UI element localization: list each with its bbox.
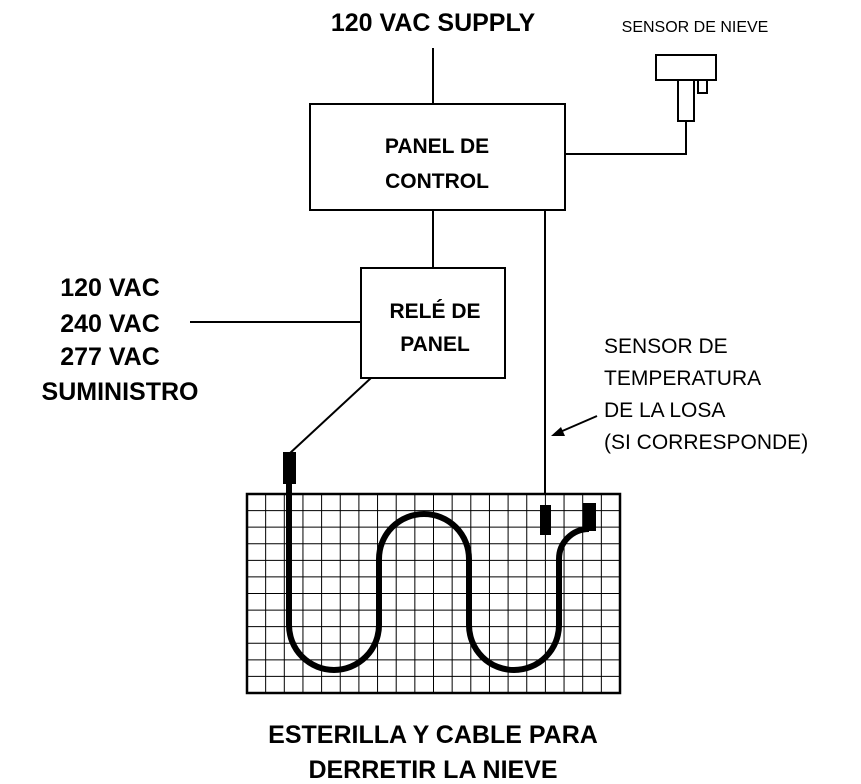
supply-label: 120 VAC SUPPLY (331, 9, 536, 37)
panel-relay-line2: PANEL (400, 333, 470, 356)
control-panel-box (309, 103, 566, 211)
snow-sensor-label: SENSOR DE NIEVE (622, 19, 769, 36)
panel-relay-line1: RELÉ DE (389, 300, 480, 323)
slab-sensor-line3: DE LA LOSA (604, 399, 725, 422)
slab-sensor-probe (540, 505, 551, 535)
snow-sensor-wire (565, 121, 687, 155)
control-panel-line1: PANEL DE (385, 135, 489, 158)
slab-sensor-line4: (SI CORRESPONDE) (604, 431, 808, 454)
mat-grid (247, 494, 620, 693)
mat-caption-line2: DERRETIR LA NIEVE (308, 756, 557, 784)
snow-sensor-icon (655, 54, 717, 122)
relay-supply-line1: 120 VAC (60, 274, 160, 302)
slab-sensor-line2: TEMPERATURA (604, 367, 761, 390)
relay-supply-line3: 277 VAC (60, 343, 160, 371)
relay-to-cable-wire (288, 377, 372, 455)
mat-caption-line1: ESTERILLA Y CABLE PARA (268, 721, 598, 749)
panel-relay-box (360, 267, 506, 379)
snow-melt-mat (245, 492, 622, 695)
cable-end-left (283, 452, 296, 484)
slab-sensor-line1: SENSOR DE (604, 335, 728, 358)
control-panel-line2: CONTROL (385, 170, 489, 193)
slab-sensor-arrow (551, 415, 598, 436)
cable-end-right (583, 503, 596, 531)
relay-supply-line2: 240 VAC (60, 310, 160, 338)
heating-cable (286, 482, 590, 673)
relay-supply-line4: SUMINISTRO (42, 378, 199, 406)
